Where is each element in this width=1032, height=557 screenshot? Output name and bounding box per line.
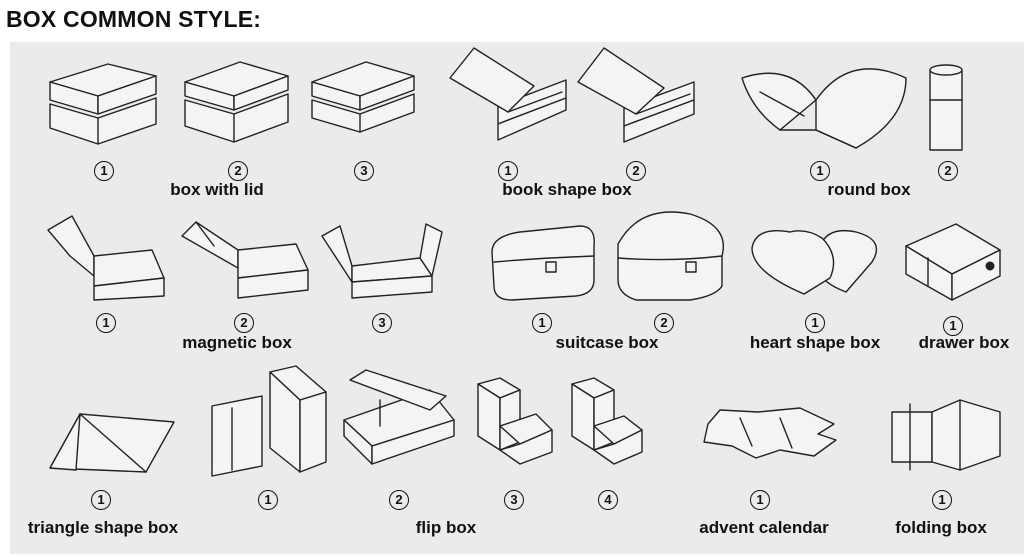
number-badge: 4 [598, 490, 618, 510]
book-box-1-illustration [449, 47, 567, 141]
label-book-shape-box: book shape box [502, 180, 632, 199]
label-triangle-shape-box: triangle shape box [27, 518, 179, 537]
label-suitcase-box: suitcase box [555, 333, 659, 352]
page-title: BOX COMMON STYLE: [6, 6, 262, 32]
number-badge: 1 [532, 313, 552, 333]
number-badge: 2 [626, 161, 646, 181]
suitcase-box-2-illustration [617, 211, 724, 301]
label-folding-box: folding box [895, 518, 987, 537]
number-badge: 3 [504, 490, 524, 510]
flip-box-2-illustration [343, 369, 455, 465]
magnetic-box-3-illustration [321, 223, 443, 299]
flip-box-3-illustration [477, 377, 553, 465]
number-badge: 1 [258, 490, 278, 510]
drawer-box-1-illustration [905, 223, 1001, 301]
number-badge: 1 [750, 490, 770, 510]
number-badge: 1 [810, 161, 830, 181]
number-badge: 1 [805, 313, 825, 333]
number-badge: 1 [96, 313, 116, 333]
round-box-1-illustration [741, 68, 907, 149]
magnetic-box-1-illustration [47, 215, 165, 301]
number-badge: 1 [94, 161, 114, 181]
lid-box-2-illustration [184, 61, 289, 143]
label-advent-calendar: advent calendar [699, 518, 829, 537]
triangle-box-1-illustration [49, 413, 175, 473]
number-badge: 2 [938, 161, 958, 181]
label-drawer-box: drawer box [918, 333, 1010, 352]
advent-calendar-1-illustration [703, 407, 837, 459]
label-magnetic-box: magnetic box [182, 333, 292, 352]
number-badge: 3 [372, 313, 392, 333]
lid-box-3-illustration [311, 61, 415, 133]
flip-box-4-illustration [571, 377, 643, 465]
magnetic-box-2-illustration [181, 221, 309, 299]
lid-box-1-illustration [49, 63, 157, 145]
flip-box-1-illustration [211, 365, 327, 477]
number-badge: 1 [498, 161, 518, 181]
number-badge: 2 [228, 161, 248, 181]
number-badge: 1 [91, 490, 111, 510]
label-flip-box: flip box [415, 518, 477, 537]
heart-box-1-illustration [751, 229, 878, 295]
book-box-2-illustration [577, 47, 695, 143]
number-badge: 1 [932, 490, 952, 510]
number-badge: 2 [234, 313, 254, 333]
number-badge: 2 [654, 313, 674, 333]
suitcase-box-1-illustration [491, 225, 595, 301]
round-box-2-illustration [929, 64, 963, 151]
label-heart-shape-box: heart shape box [749, 333, 881, 352]
number-badge: 2 [389, 490, 409, 510]
number-badge: 3 [354, 161, 374, 181]
label-box-with-lid: box with lid [170, 180, 264, 199]
number-badge: 1 [943, 316, 963, 336]
label-round-box: round box [827, 180, 911, 199]
folding-box-1-illustration [891, 399, 1001, 471]
